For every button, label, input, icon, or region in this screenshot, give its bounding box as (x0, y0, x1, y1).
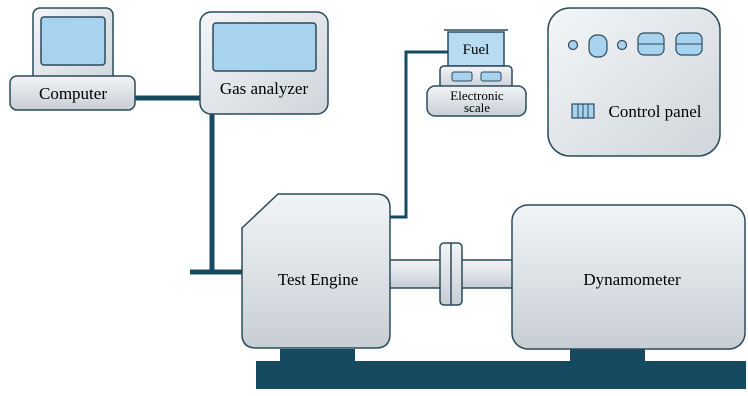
bed-plate-base (256, 361, 746, 389)
dynamometer-body (511, 204, 746, 350)
fuel-tank (447, 31, 505, 67)
computer-base (9, 75, 136, 111)
shaft-coupling (439, 242, 463, 306)
control-knob (588, 34, 608, 58)
computer-label: Computer (39, 84, 107, 103)
gas-analyzer-label: Gas analyzer (220, 79, 309, 98)
fuel-line (390, 50, 448, 219)
gas-analyzer-screen (212, 22, 317, 72)
dyno-foot (570, 349, 645, 363)
scale-label-line2: scale (464, 100, 490, 115)
dynamometer: Dynamometer (511, 204, 746, 350)
indicator-light-right (616, 39, 628, 51)
fuel-scale-assembly: Fuel Electronic scale (426, 29, 527, 117)
scale-label-line1: Electronic (450, 88, 504, 103)
connection-lines (135, 95, 245, 275)
scale-display-right (480, 71, 502, 82)
dynamometer-label: Dynamometer (583, 270, 681, 289)
test-engine-label: Test Engine (278, 270, 358, 289)
control-panel-body (547, 7, 721, 157)
computer: Computer (9, 7, 136, 111)
computer-screen (40, 16, 106, 66)
bed-plate (256, 349, 746, 389)
test-engine-body (241, 193, 391, 349)
panel-switch-icon (571, 103, 595, 119)
control-panel-label: Control panel (608, 102, 701, 121)
control-panel: Control panel (547, 7, 721, 157)
scale-display-left (451, 71, 473, 82)
indicator-light-left (567, 39, 579, 51)
engine-foot (280, 349, 355, 363)
scale-base (426, 85, 527, 117)
test-engine: Test Engine (241, 193, 391, 349)
gas-analyzer: Gas analyzer (199, 11, 329, 115)
fuel-label: Fuel (463, 42, 490, 58)
